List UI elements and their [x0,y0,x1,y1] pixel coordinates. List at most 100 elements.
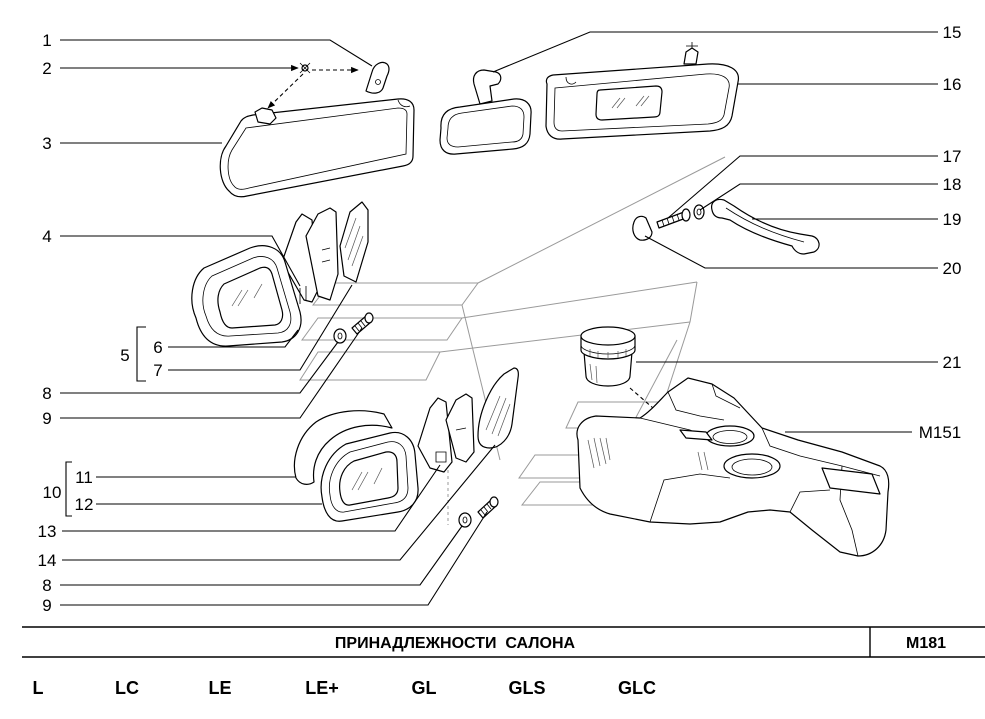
center-console [576,377,890,557]
screw-lower-thread [480,503,492,516]
mirror-right-mount-plate-2 [445,393,475,463]
sun-visor-right-clip [683,47,699,65]
handle-screw-thread [661,213,680,227]
screw-upper-thread [354,320,366,332]
leader-line-4 [60,235,301,287]
leader-lines [60,31,938,606]
callout-21: 21 [943,353,962,372]
sun-visor-right [545,42,739,140]
trim-levels: L LC LE LE+ GL GLS GLC [33,678,657,698]
grab-handle [711,198,820,255]
callout-14: 14 [38,551,57,570]
guide-band-2 [301,317,463,341]
mirror-left-housing-lip [202,256,292,337]
cup-holder-1-inner [712,430,748,444]
outside-mirror-right [293,367,519,522]
callout-20: 20 [943,259,962,278]
trim-level-le: LE [208,678,231,698]
mirror-left-mount-details [299,247,331,304]
handle-washer [693,204,705,220]
washer-lower-hole [462,516,468,524]
ashtray-body-shading [589,363,598,384]
callout-6: 6 [153,338,162,357]
callout-13: 13 [38,522,57,541]
ashtray-socket [679,429,713,441]
title-block: ПРИНАДЛЕЖНОСТИ САЛОНА M181 [22,626,985,658]
sun-visor-left-body [219,98,415,198]
mirror-left-mount-plate-2 [305,207,339,301]
ashtray-top [580,326,636,346]
washer-upper-hole [337,332,343,340]
callout-3: 3 [42,134,51,153]
callout-5: 5 [120,346,129,365]
mirror-right-mount-plate-1 [417,397,453,473]
callout-10: 10 [43,483,62,502]
visor-screw-cross [299,62,311,74]
handle-screw-head [681,208,691,222]
bracket-10 [65,461,72,517]
callout-2: 2 [42,59,51,78]
callout-1: 1 [42,31,51,50]
visor-clip-hole [375,79,381,85]
grab-handle-contour [725,207,805,243]
leader-line-15 [492,31,938,73]
callout-labels: 1 2 3 4 5 6 7 8 9 10 11 12 13 14 8 9 15 … [38,23,962,615]
callout-12: 12 [75,495,94,514]
trim-level-le-plus: LE+ [305,678,339,698]
assembly-arrow-screw-to-visor [267,73,304,109]
section-code: M181 [906,635,946,652]
console-storage-lid [821,467,881,495]
guide-band-3 [299,351,441,381]
ashtray-body [583,351,633,387]
visor-clip-body [365,61,390,94]
outside-mirror-left [191,201,369,347]
callout-4: 4 [42,227,51,246]
page-title: ПРИНАДЛЕЖНОСТИ САЛОНА [335,635,576,652]
callout-18: 18 [943,175,962,194]
mirror-right-inner-cover-shading [485,395,511,437]
trim-level-gls: GLS [508,678,545,698]
sun-visor-left-edge [227,107,408,190]
sun-visor-right-edge [553,73,730,132]
leader-line-9-upper [60,327,363,419]
callout-11: 11 [75,468,93,487]
guide-line-2 [461,281,698,319]
callout-15: 15 [943,23,962,42]
callout-19: 19 [943,210,962,229]
callout-16: 16 [943,75,962,94]
sun-visor-left-notch [397,99,411,108]
guide-band-1 [311,282,479,306]
vanity-mirror-reflection [611,95,650,109]
callout-m151: M151 [919,423,962,442]
mirror-right-glass [339,451,399,506]
trim-level-lc: LC [115,678,139,698]
leader-line-8-upper [60,341,339,394]
washer-lower [458,512,472,528]
console-edges [639,383,881,557]
callout-8-upper: 8 [42,384,51,403]
washer-upper [333,328,347,344]
trim-level-gl: GL [412,678,437,698]
guide-line-3 [689,281,698,323]
screw-lower-head [489,496,499,508]
console-shading [587,437,709,471]
ashtray [580,326,636,387]
leader-line-20 [644,235,938,269]
leader-line-6 [168,329,299,348]
leader-line-1 [60,39,373,67]
visor-screw [299,62,311,74]
ashtray-lid-ribs [589,349,627,359]
mirror-right-glass-reflection [351,467,383,491]
mirror-left-glass [217,266,284,329]
guide-line-1 [477,156,726,284]
mirror-left-glass-reflection [231,283,263,307]
leader-line-14 [62,444,496,561]
trim-level-l: L [33,678,44,698]
grab-handle-set [632,198,820,255]
handle-cap [632,215,653,241]
callout-7: 7 [153,361,162,380]
sun-visor-left [219,98,415,198]
trim-level-glc: GLC [618,678,656,698]
leader-line-13 [62,464,441,532]
